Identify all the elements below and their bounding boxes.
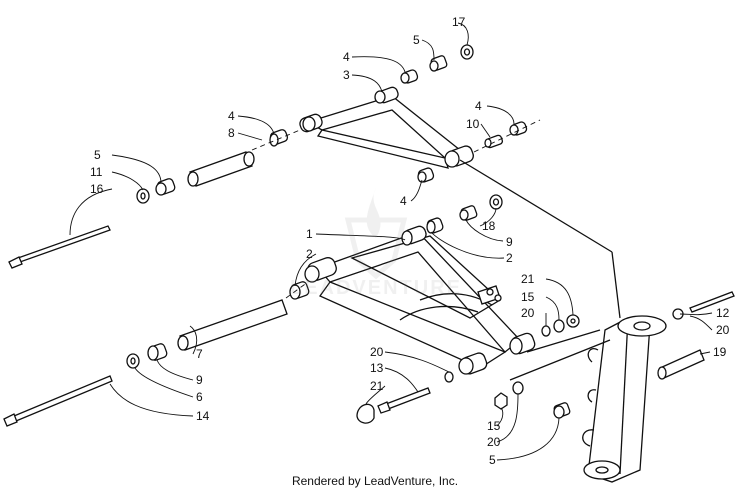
leader-lines	[69, 22, 713, 461]
callout-15-right: 15	[521, 290, 535, 304]
callout-8: 8	[228, 126, 235, 140]
callout-20-right: 20	[521, 306, 535, 320]
callout-3: 3	[343, 68, 350, 82]
callout-17: 17	[452, 15, 466, 29]
callout-6: 6	[196, 390, 203, 404]
callout-4-top: 4	[343, 50, 350, 64]
callout-16: 16	[90, 182, 104, 196]
callout-labels: 17 5 4 3 4 8 4 10 5 11 16 4 18 9 1 2 2 2…	[90, 15, 730, 467]
callout-10: 10	[466, 117, 480, 131]
callout-20-far-right: 20	[716, 323, 730, 337]
callout-21-right: 21	[521, 272, 535, 286]
callout-2-right: 2	[506, 251, 513, 265]
callout-9-top: 9	[506, 235, 513, 249]
callout-20-mid: 20	[370, 345, 384, 359]
callout-12: 12	[716, 306, 730, 320]
upper-left-hardware	[8, 129, 289, 269]
callout-5-left: 5	[94, 148, 101, 162]
callout-1: 1	[306, 227, 313, 241]
callout-9-bottom: 9	[196, 373, 203, 387]
callout-4-lower: 4	[400, 194, 407, 208]
callout-19: 19	[713, 345, 727, 359]
callout-5-bottom: 5	[489, 453, 496, 467]
render-credit: Rendered by LeadVenture, Inc.	[291, 474, 459, 488]
callout-7: 7	[196, 347, 203, 361]
callout-14: 14	[196, 409, 210, 423]
leadventure-watermark-logo: LEADVENTURE	[256, 180, 496, 305]
callout-4-right: 4	[475, 99, 482, 113]
upper-a-arm	[299, 86, 474, 169]
callout-18: 18	[482, 219, 496, 233]
callout-15-bottom: 15	[487, 419, 501, 433]
callout-4-left: 4	[228, 109, 235, 123]
callout-2-left: 2	[306, 247, 313, 261]
upper-right-hardware	[400, 44, 528, 183]
lower-a-arm	[304, 225, 536, 375]
watermark-text: LEADVENTURE	[290, 277, 462, 299]
callout-20-bottom: 20	[487, 435, 501, 449]
callout-11: 11	[90, 165, 103, 179]
construction-lines	[251, 119, 621, 381]
callout-5-top: 5	[413, 33, 420, 47]
callout-13: 13	[370, 361, 384, 375]
spindle-knuckle	[494, 291, 735, 483]
callout-21-mid: 21	[370, 379, 384, 393]
